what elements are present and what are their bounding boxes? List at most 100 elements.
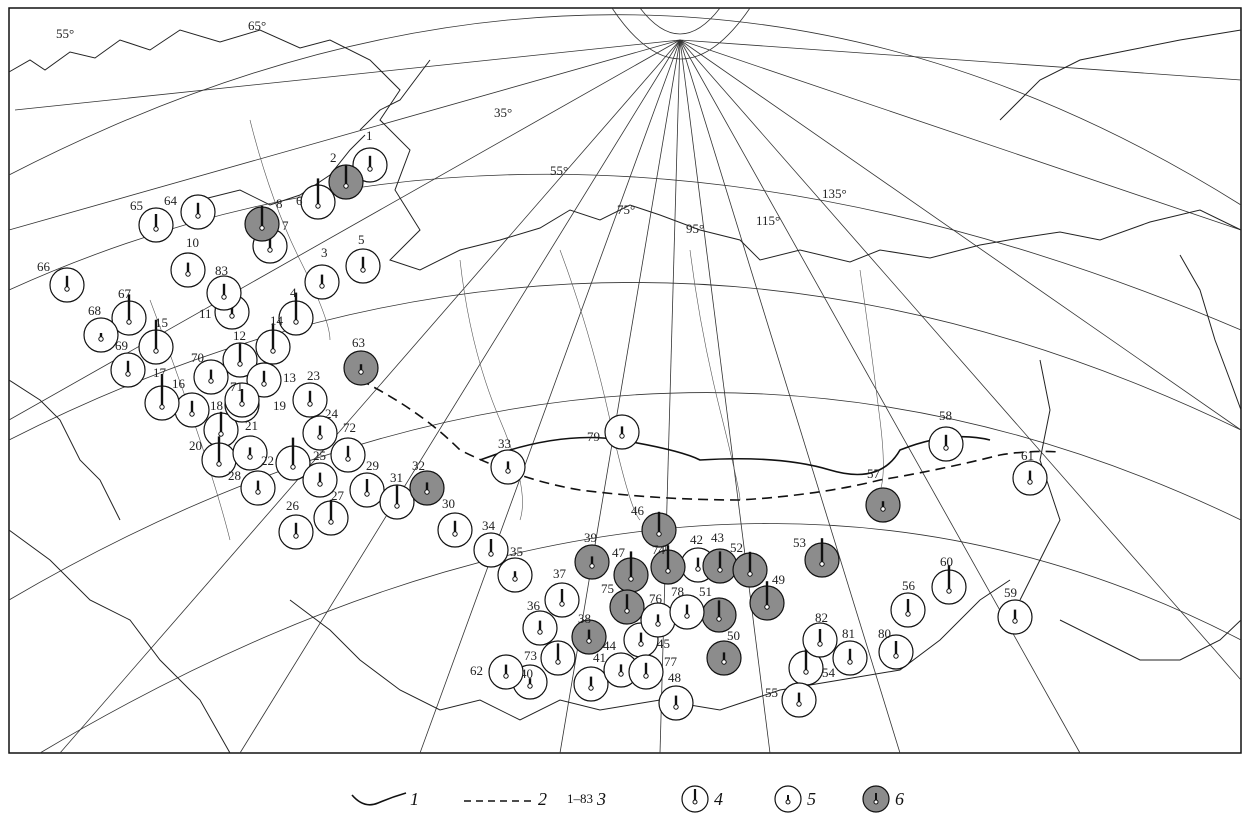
station-number-label: 61	[1021, 448, 1034, 463]
station-number-label: 79	[587, 429, 600, 444]
station-number-label: 14	[270, 313, 284, 328]
station-marker-dot	[255, 489, 261, 495]
station-80: 80	[878, 626, 914, 670]
station-marker-dot	[239, 401, 245, 407]
station-marker-dot	[905, 611, 911, 617]
station-marker-dot	[290, 464, 296, 470]
station-63: 63	[343, 335, 379, 386]
station-number-label: 20	[189, 438, 202, 453]
station-44: 44	[603, 638, 639, 688]
station-55: 55	[765, 682, 817, 718]
station-4: 4	[278, 285, 314, 336]
station-number-label: 1	[366, 128, 373, 143]
station-number-label: 26	[286, 498, 300, 513]
coastlines	[8, 29, 1242, 754]
station-64: 64	[164, 193, 216, 230]
station-67: 67	[111, 286, 147, 336]
station-marker-dot	[153, 226, 159, 232]
station-marker-dot	[764, 604, 770, 610]
station-59: 59	[997, 585, 1033, 635]
station-number-label: 48	[668, 670, 681, 685]
station-number-label: 37	[553, 566, 567, 581]
station-5: 5	[345, 232, 381, 284]
station-78: 78	[669, 584, 705, 630]
legend-item-shaded: 6	[861, 784, 904, 814]
station-21: 21	[232, 418, 268, 471]
station-76: 76	[640, 591, 676, 638]
station-number-label: 77	[664, 654, 678, 669]
legend-label-5: 5	[807, 788, 816, 809]
station-number-label: 31	[390, 470, 403, 485]
station-12: 12	[222, 328, 258, 378]
legend-item-open-small: 5	[773, 784, 816, 814]
station-31: 31	[379, 470, 415, 520]
station-marker-dot	[293, 319, 299, 325]
station-81: 81	[832, 626, 868, 676]
legend-label-6: 6	[895, 788, 904, 809]
station-marker-dot	[747, 571, 753, 577]
station-marker-dot	[847, 659, 853, 665]
station-marker-dot	[328, 519, 334, 525]
station-marker-dot	[218, 431, 224, 437]
station-marker-dot	[293, 533, 299, 539]
station-number-label: 62	[470, 663, 483, 678]
station-10: 10	[170, 235, 206, 288]
station-marker-dot	[98, 336, 104, 342]
legend-label-4: 4	[714, 788, 723, 809]
station-number-label: 49	[772, 572, 785, 587]
station-number-label: 50	[727, 628, 740, 643]
station-marker-dot	[125, 371, 131, 377]
station-68: 68	[83, 303, 119, 353]
station-marker-dot	[237, 361, 243, 367]
station-37: 37	[544, 566, 580, 618]
station-25: 25	[302, 448, 338, 498]
station-61: 61	[1012, 448, 1048, 496]
station-number-label: 25	[313, 448, 326, 463]
station-15: 15	[138, 315, 174, 365]
station-22: 22	[261, 437, 311, 481]
station-2: 2	[328, 150, 364, 200]
station-number-label: 27	[331, 488, 345, 503]
station-number-label: 83	[215, 263, 228, 278]
station-number-label: 42	[690, 532, 703, 547]
station-number-label: 78	[671, 584, 684, 599]
station-48: 48	[658, 670, 694, 721]
station-number-label: 7	[282, 218, 289, 233]
station-number-label: 46	[631, 503, 645, 518]
shaded-circle-trend-icon	[862, 785, 890, 813]
station-60: 60	[931, 554, 967, 605]
station-number-label: 82	[815, 610, 828, 625]
station-70: 70	[191, 350, 229, 395]
station-number-label: 52	[730, 540, 743, 555]
station-marker-dot	[229, 313, 235, 319]
rivers	[149, 119, 884, 541]
station-marker-dot	[367, 166, 373, 172]
station-marker-dot	[817, 641, 823, 647]
station-marker-dot	[559, 601, 565, 607]
station-number-label: 29	[366, 458, 379, 473]
station-marker-dot	[721, 659, 727, 665]
station-number-label: 13	[283, 370, 296, 385]
station-50: 50	[706, 628, 742, 676]
station-83: 83	[206, 263, 242, 311]
open-circle-large-trend-icon	[681, 785, 709, 813]
station-marker-dot	[185, 271, 191, 277]
station-number-label: 3	[321, 245, 328, 260]
station-marker-dot	[643, 673, 649, 679]
station-marker-dot	[343, 183, 349, 189]
station-number-label: 21	[245, 418, 258, 433]
station-71: 71	[224, 379, 260, 418]
label-135: 135°	[822, 186, 847, 201]
station-marker-dot	[880, 506, 886, 512]
station-marker-dot	[638, 641, 644, 647]
station-number-label: 63	[352, 335, 365, 350]
dashed-boundary-line	[359, 379, 1061, 501]
station-74: 74	[650, 542, 686, 585]
station-marker-dot	[695, 566, 701, 572]
open-circle-small-trend-icon	[774, 785, 802, 813]
station-28: 28	[228, 468, 276, 506]
station-marker-dot	[364, 491, 370, 497]
station-marker-dot	[307, 401, 313, 407]
station-number-label: 64	[164, 193, 178, 208]
